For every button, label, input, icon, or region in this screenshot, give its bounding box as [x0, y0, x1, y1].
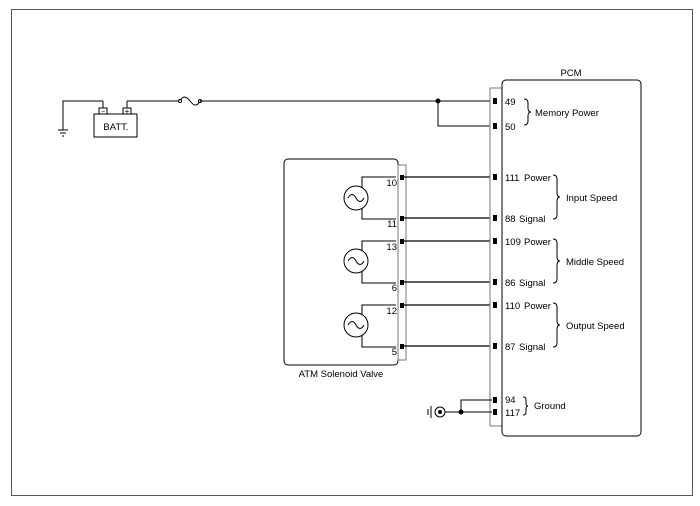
ground-wiring [427, 399, 492, 418]
junction-dot [435, 98, 441, 104]
brace-ground [522, 396, 529, 416]
battery-label: BATT. [103, 122, 128, 133]
pcm-pin-number: 88 [505, 214, 516, 225]
coil-icon [343, 312, 369, 338]
coil-icon [343, 248, 369, 274]
pcm-pin-marks [493, 98, 497, 415]
solenoid-connector [397, 164, 407, 361]
pcm-pin-number: 109 [505, 237, 521, 248]
pcm-pin-desc: Power [524, 173, 551, 184]
brace-middle [552, 238, 561, 284]
pcm-pin-number: 94 [505, 395, 516, 406]
pcm-pin-desc: Signal [519, 214, 545, 225]
pcm-pin-number: 117 [505, 408, 520, 419]
pcm-body [501, 79, 642, 437]
pcm-pin-desc: Signal [519, 278, 545, 289]
brace-memory [523, 98, 532, 126]
battery-pos-sign: + [125, 107, 130, 116]
solenoid-pin-label: 12 [386, 306, 397, 317]
pcm-pin-number: 110 [505, 301, 520, 312]
solenoid-pin-label: 5 [392, 347, 397, 358]
solenoid-title: ATM Solenoid Valve [299, 369, 384, 380]
pcm-pin-desc: Power [524, 301, 551, 312]
battery-box [93, 113, 138, 138]
solenoid-pin-marks [400, 175, 404, 349]
battery-neg-terminal [98, 107, 108, 115]
junction-dot [458, 409, 464, 415]
pcm-pin-number: 49 [505, 97, 516, 108]
pcm-pin-number: 86 [505, 278, 516, 289]
group-label-ground: Ground [534, 401, 566, 412]
solenoid-valve [283, 158, 407, 366]
pcm-pin-number: 111 [505, 173, 519, 184]
brace-output [552, 302, 561, 348]
coil-icon [343, 185, 369, 211]
group-braces [522, 98, 561, 416]
battery-neg-sign: − [101, 109, 105, 116]
solenoid-pin-label: 13 [386, 242, 397, 253]
fuse-icon [179, 96, 201, 106]
solenoid-body [283, 158, 399, 366]
battery-pos-terminal [122, 107, 132, 115]
brace-input [552, 174, 561, 220]
pcm-connector [489, 87, 503, 427]
solenoid-pin-label: 6 [392, 283, 397, 294]
group-label-output: Output Speed [566, 321, 625, 332]
pcm-pin-number: 50 [505, 122, 516, 133]
battery-group [58, 96, 492, 138]
pcm-pin-desc: Power [524, 237, 551, 248]
signal-wires [404, 176, 494, 347]
group-label-input: Input Speed [566, 193, 617, 204]
solenoid-pin-label: 11 [387, 219, 397, 230]
group-label-middle: Middle Speed [566, 257, 624, 268]
group-label-memory: Memory Power [535, 108, 599, 119]
pcm-module [489, 79, 642, 437]
pcm-pin-number: 87 [505, 342, 516, 353]
pcm-title: PCM [560, 68, 581, 79]
solenoid-pin-label: 10 [386, 178, 397, 189]
pcm-pin-desc: Signal [519, 342, 545, 353]
